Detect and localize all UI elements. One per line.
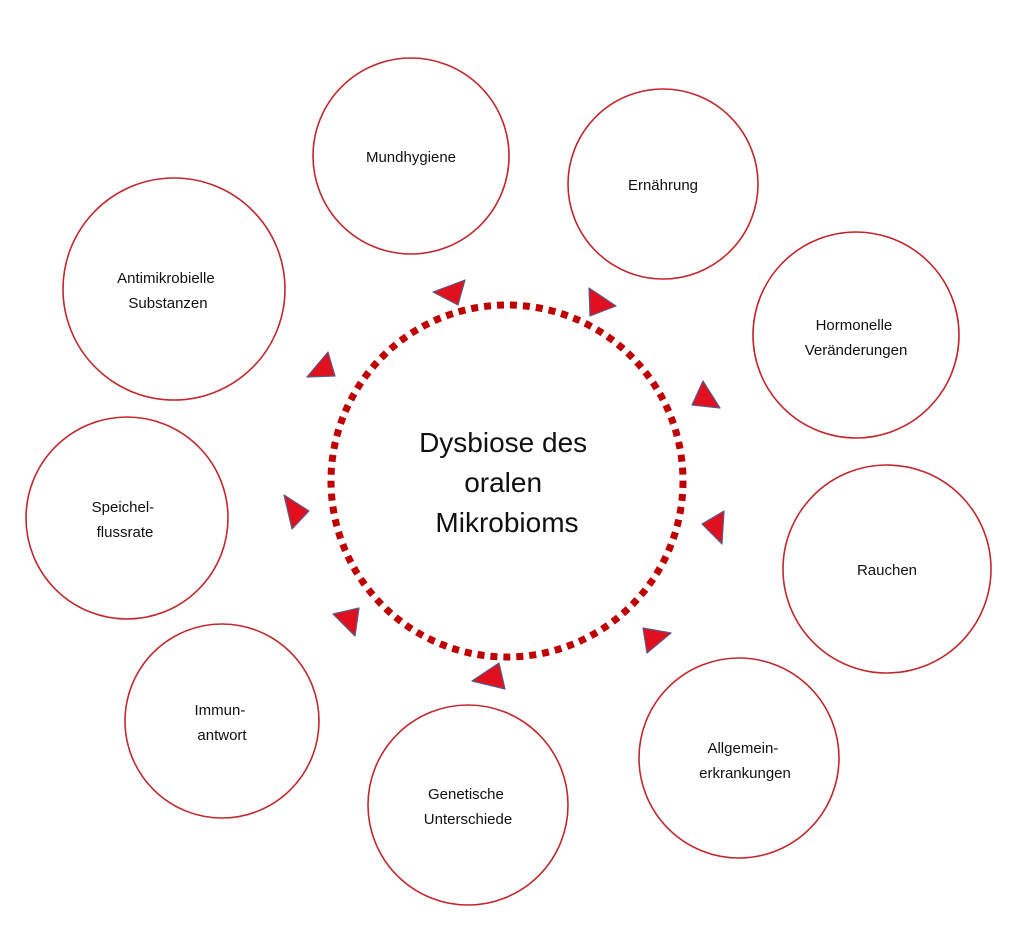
factor-circle: [367, 704, 569, 906]
factor-label: Mundhygiene: [366, 149, 456, 166]
factor-label: Immun- antwort: [194, 702, 249, 744]
factor-label-line: Veränderungen: [805, 342, 908, 359]
factor-rauchen: Rauchen: [782, 464, 992, 674]
factor-circle: [752, 231, 960, 439]
factor-label-line: Rauchen: [857, 562, 917, 579]
arrowheads: [283, 279, 725, 690]
factor-label-line: flussrate: [97, 524, 154, 541]
arrowhead-icon: [588, 287, 617, 317]
factor-label-line: Speichel-: [92, 499, 155, 516]
factor-circle: [312, 57, 510, 255]
factor-allgemeinerkrankungen: Allgemein- erkrankungen: [638, 657, 840, 859]
arrowhead-icon: [701, 510, 725, 545]
arrowhead-icon: [691, 380, 721, 409]
factor-label-line: Hormonelle: [816, 317, 893, 334]
factor-genetische-unterschiede: Genetische Unterschiede: [367, 704, 569, 906]
factor-label-line: Immun-: [194, 702, 245, 719]
arrowhead-icon: [642, 627, 672, 654]
factor-label-line: Allgemein-: [707, 740, 778, 757]
center-node: Dysbiose des oralen Mikrobioms: [327, 301, 687, 661]
factor-circle: [124, 623, 320, 819]
factor-hormonelle-veraenderungen: Hormonelle Veränderungen: [752, 231, 960, 439]
factor-label-line: antwort: [197, 727, 247, 744]
arrowhead-icon: [432, 279, 466, 306]
factor-ernaehrung: Ernährung: [567, 88, 759, 280]
center-line-3: Mikrobioms: [435, 507, 578, 538]
factor-label-line: Genetische: [428, 786, 504, 803]
factor-circle: [567, 88, 759, 280]
factor-label: Hormonelle Veränderungen: [805, 317, 908, 359]
factor-circle: [782, 464, 992, 674]
arrowhead-icon: [471, 662, 506, 690]
arrowhead-icon: [332, 607, 360, 637]
factor-speichelflussrate: Speichel- flussrate: [25, 416, 229, 620]
factor-label: Antimikrobielle Substanzen: [117, 270, 219, 312]
center-line-2: oralen: [464, 467, 542, 498]
arrowhead-icon: [283, 494, 310, 530]
factor-label-line: erkrankungen: [699, 765, 791, 782]
factor-label: Speichel- flussrate: [92, 499, 159, 541]
factor-label-line: Substanzen: [128, 295, 207, 312]
factor-label: Ernährung: [628, 177, 698, 194]
factor-label-line: Mundhygiene: [366, 149, 456, 166]
factor-antimikrobielle-substanzen: Antimikrobielle Substanzen: [62, 177, 286, 401]
factor-label-line: Unterschiede: [424, 811, 512, 828]
factor-label-line: Antimikrobielle: [117, 270, 215, 287]
center-label: Dysbiose des oralen Mikrobioms: [419, 427, 595, 538]
factor-circle: [62, 177, 286, 401]
factor-circle: [25, 416, 229, 620]
factor-immunantwort: Immun- antwort: [124, 623, 320, 819]
center-dashed-circle: [327, 301, 687, 661]
center-line-1: Dysbiose des: [419, 427, 587, 458]
factor-label-line: Ernährung: [628, 177, 698, 194]
factor-mundhygiene: Mundhygiene: [312, 57, 510, 255]
factor-label: Allgemein- erkrankungen: [699, 740, 791, 782]
arrowhead-icon: [306, 351, 336, 378]
factor-label: Rauchen: [857, 562, 917, 579]
factor-circle: [638, 657, 840, 859]
factor-label: Genetische Unterschiede: [424, 786, 512, 828]
